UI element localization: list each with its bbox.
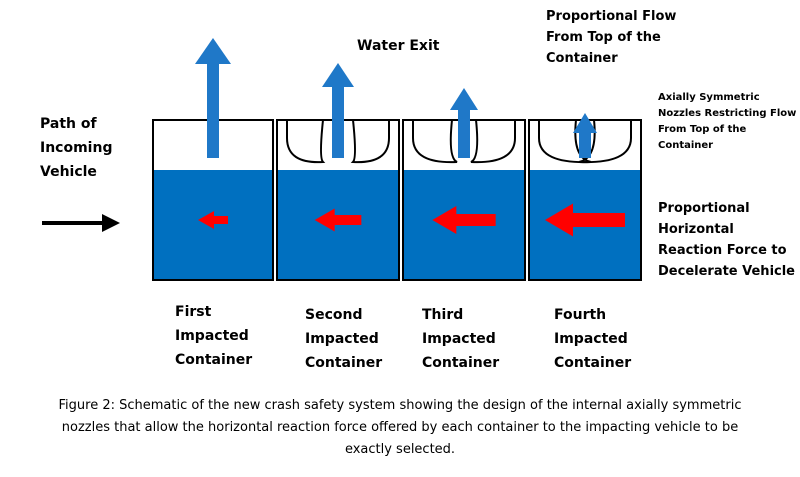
flow-arrow-head-3 — [450, 88, 478, 110]
nozzles-label: Axially Symmetric Nozzles Restricting Fl… — [658, 92, 797, 151]
container-label-4: Fourth Impacted Container — [554, 307, 632, 371]
flow-arrow-head-2 — [322, 63, 354, 87]
nozzle-right-3 — [470, 119, 516, 164]
container-label-1: First Impacted Container — [175, 304, 253, 368]
nozzle-right-2 — [350, 119, 390, 164]
force-arrow-shaft-4 — [572, 213, 625, 227]
force-arrow-head-3 — [432, 206, 457, 234]
force-arrow-shaft-2 — [333, 215, 362, 225]
flow-arrow-head-4 — [573, 113, 597, 133]
figure-caption: Figure 2: Schematic of the new crash saf… — [58, 398, 742, 457]
flow-arrow-head-1 — [195, 38, 231, 64]
water-exit-label: Water Exit — [357, 38, 440, 54]
nozzle-right-4 — [578, 119, 632, 164]
force-arrow-head-2 — [314, 208, 335, 232]
container-label-3: Third Impacted Container — [422, 307, 500, 371]
force-arrow-head-4 — [545, 203, 573, 237]
flow-arrow-shaft-2 — [332, 86, 344, 158]
force-arrow-head-1 — [198, 211, 214, 229]
flow-arrow-shaft-4 — [579, 132, 591, 158]
proportional-flow-label: Proportional Flow From Top of the Contai… — [546, 9, 677, 66]
force-arrow-shaft-3 — [455, 214, 496, 226]
reaction-force-label: Proportional Horizontal Reaction Force t… — [658, 201, 796, 279]
nozzle-left-3 — [412, 119, 458, 164]
flow-arrow-shaft-3 — [458, 109, 470, 158]
path-of-vehicle-label: Path of Incoming Vehicle — [40, 116, 113, 180]
vehicle-path-arrowhead — [102, 214, 120, 232]
container-label-2: Second Impacted Container — [305, 307, 383, 371]
force-arrow-shaft-1 — [213, 216, 228, 224]
nozzle-left-2 — [286, 119, 326, 164]
flow-arrow-shaft-1 — [207, 63, 219, 158]
